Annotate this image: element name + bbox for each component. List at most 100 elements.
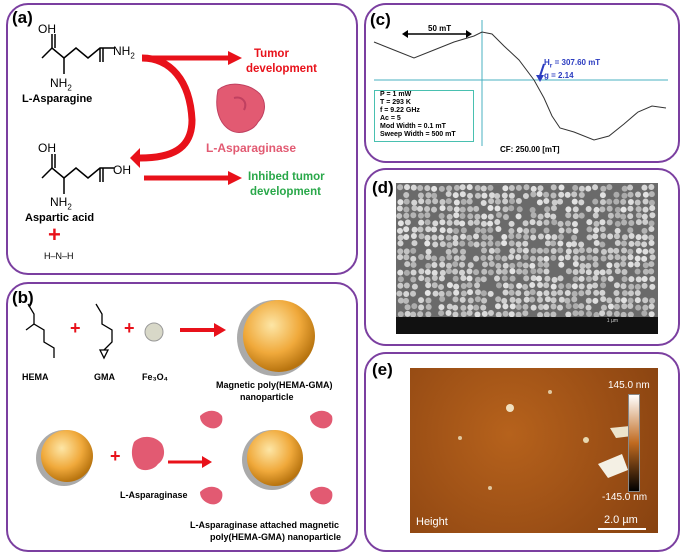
sem-particle [578, 303, 585, 310]
ammonium: H–N–H [44, 251, 74, 261]
sem-particle [452, 311, 459, 318]
sem-particle [508, 184, 515, 191]
sem-particle [621, 268, 628, 275]
enzyme-icon [216, 83, 265, 133]
panel-a [6, 3, 358, 275]
plus-b2: + [124, 318, 135, 338]
sem-particle [593, 240, 600, 247]
sem-particle [453, 283, 460, 290]
epr-param: P = 1 mW [380, 91, 412, 98]
sem-particle [613, 198, 620, 205]
sem-particle [557, 198, 564, 205]
sem-particle [620, 206, 627, 213]
sem-particle [481, 261, 488, 268]
sem-particle [446, 241, 453, 248]
sem-particle [425, 282, 432, 289]
sem-particle [614, 206, 621, 213]
sem-particle [515, 290, 522, 297]
sem-particle [459, 212, 466, 219]
sem-particle [494, 219, 501, 226]
sem-particle [466, 268, 473, 275]
sem-particle [453, 184, 460, 191]
sem-particle [543, 311, 550, 318]
sem-particle [642, 198, 649, 205]
sem-particle [473, 269, 480, 276]
asparagine-oh: OH [38, 22, 56, 36]
sem-particle [579, 268, 586, 275]
sem-particle [627, 290, 634, 297]
sem-particle [424, 276, 431, 283]
sem-particle [522, 254, 529, 261]
sem-particle [571, 283, 578, 290]
sem-particle [648, 234, 655, 241]
sem-particle [613, 310, 620, 317]
sem-particle [557, 247, 564, 254]
sem-particle [508, 192, 515, 199]
sem-particle [459, 184, 466, 191]
sem-particle [586, 226, 593, 233]
synthesis-arrow [180, 323, 226, 337]
sem-particle [467, 206, 474, 213]
sem-particle [522, 192, 529, 199]
sem-particle [543, 247, 550, 254]
sem-particle [474, 289, 481, 296]
sem-particle [404, 184, 411, 191]
sem-particle [515, 233, 522, 240]
sem-particle [425, 262, 432, 269]
sem-particle [509, 275, 516, 282]
sem-particle [438, 213, 445, 220]
sem-particle [487, 184, 494, 191]
sem-particle [494, 275, 501, 282]
sem-particle [522, 220, 529, 227]
sem-particle [648, 191, 655, 198]
sem-particle [445, 262, 452, 269]
sem-particle [592, 275, 599, 282]
sem-particle [480, 185, 487, 192]
sem-particle [474, 213, 481, 220]
sem-particle [501, 268, 508, 275]
sem-particle [606, 268, 613, 275]
inhibit-2: development [250, 186, 321, 198]
sem-particle [607, 233, 614, 240]
sem-particle [515, 198, 522, 205]
sem-particle [460, 275, 467, 282]
sem-particle [565, 311, 572, 318]
sem-particle [600, 296, 607, 303]
sem-particle [494, 254, 501, 261]
attached-1: L-Asparaginase attached magnetic [190, 520, 340, 530]
sem-particle [621, 276, 628, 283]
sem-particle [536, 220, 543, 227]
sem-particle [397, 184, 404, 191]
sem-particle [571, 234, 578, 241]
sem-particle [473, 304, 480, 311]
sem-particle [621, 219, 628, 226]
sem-particle [396, 290, 403, 297]
sem-particle [565, 212, 572, 219]
fe-label: Fe₃O₄ [142, 372, 168, 382]
sem-particle [536, 275, 543, 282]
epr-param: T = 293 K [380, 99, 411, 106]
sem-particle [641, 255, 648, 262]
sem-particle [579, 262, 586, 269]
sem-particle [565, 248, 572, 255]
sem-particle [403, 290, 410, 297]
sem-particle [445, 191, 452, 198]
sem-particle [579, 255, 586, 262]
sem-particle [467, 297, 474, 304]
sem-particle [621, 247, 628, 254]
sem-particle [453, 219, 460, 226]
sem-particle [460, 290, 467, 297]
sem-particle [403, 282, 410, 289]
sem-particle [523, 234, 530, 241]
sem-particle [529, 296, 536, 303]
sem-particle [564, 220, 571, 227]
sem-particle [557, 234, 564, 241]
sem-particle [530, 191, 537, 198]
sem-particle [467, 304, 474, 311]
sem-particle [551, 276, 558, 283]
sem-particle [522, 262, 529, 269]
sem-particle [452, 247, 459, 254]
sem-particle [459, 191, 466, 198]
sem-particle [627, 227, 634, 234]
sem-particle [403, 212, 410, 219]
